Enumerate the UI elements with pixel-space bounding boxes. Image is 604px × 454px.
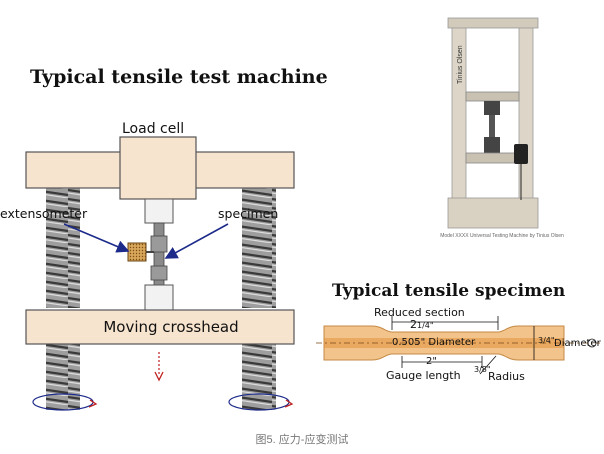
reduced-section-label: Reduced section: [374, 306, 465, 319]
radius-value: 3/8": [474, 365, 491, 374]
lower-grip: [144, 284, 174, 312]
left-rotation-arrowhead: [88, 399, 98, 408]
reduced-section-length: 21/4": [410, 318, 434, 331]
figure-caption: 图5. 应力-应变测试: [255, 434, 349, 446]
load-cell: [119, 136, 197, 200]
left-lead-screw-lower: [46, 340, 80, 410]
specimen-shoulder-lower: [150, 265, 168, 281]
right-rotation-arrowhead: [284, 399, 294, 408]
machine-photo: [447, 17, 539, 229]
specimen-shoulder-upper: [150, 235, 168, 253]
moving-crosshead-label: Moving crosshead: [103, 318, 239, 336]
motion-arrow-head: [154, 371, 164, 382]
right-lead-screw-upper: [242, 188, 276, 308]
extensometer: [127, 242, 147, 262]
specimen-arrow: [164, 223, 229, 259]
load-cell-label: Load cell: [122, 121, 185, 137]
radius-leader: [479, 355, 497, 375]
photo-brand-label: Tinius Olsen: [457, 45, 464, 84]
gauge-length-label: Gauge length: [386, 369, 461, 382]
machine-title: Typical tensile test machine: [30, 66, 328, 88]
specimen-drawing: [316, 316, 600, 375]
upper-grip: [144, 198, 174, 224]
specimen-title: Typical tensile specimen: [332, 281, 566, 301]
extensometer-arrow: [63, 223, 130, 253]
left-lead-screw-upper: [46, 188, 80, 308]
moving-crosshead: [25, 309, 295, 345]
end-diameter-value: 3/4": [538, 336, 555, 345]
end-view-circle: [587, 338, 597, 348]
extensometer-label: extensometer: [0, 206, 88, 221]
end-diameter-label: Diameter: [554, 338, 601, 349]
specimen-label: specimen: [218, 206, 279, 221]
right-lead-screw-lower: [242, 340, 276, 410]
photo-caption: Model XXXX Universal Testing Machine by …: [440, 233, 564, 239]
gauge-length-value: 2": [426, 356, 437, 367]
diameter-value: 0.505" Diameter: [392, 337, 476, 348]
radius-label: Radius: [488, 370, 525, 383]
